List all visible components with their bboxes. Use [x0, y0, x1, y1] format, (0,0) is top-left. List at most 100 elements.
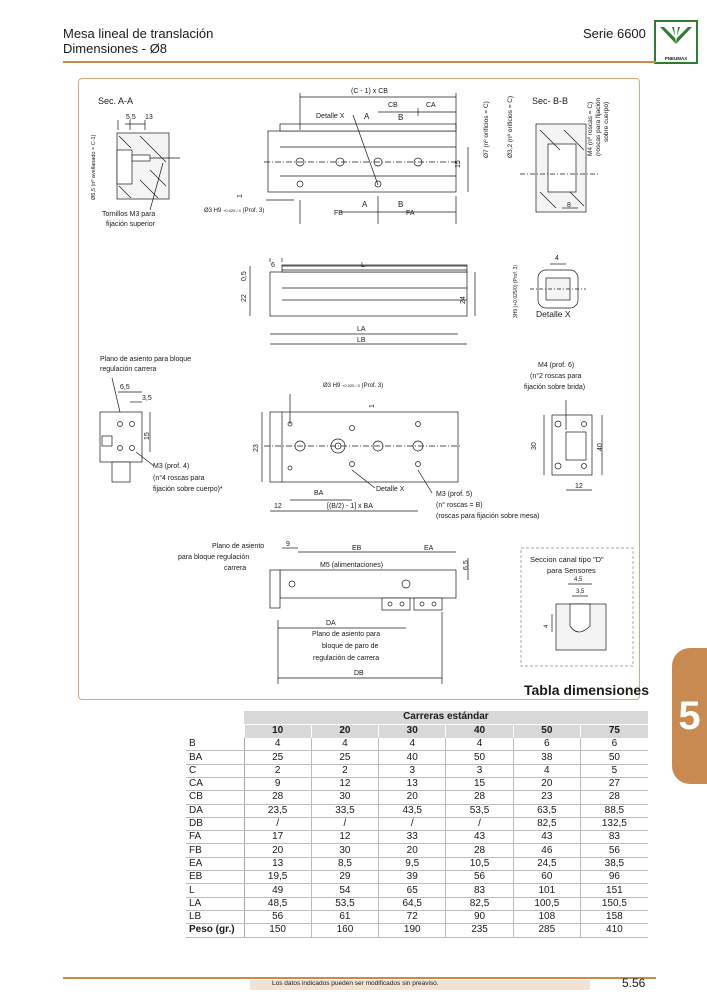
dim-da: DA — [326, 620, 336, 627]
table-cell: 50 — [579, 750, 648, 765]
h9-top-prof: (Prof. 3) — [242, 208, 265, 214]
plano3-l2: bloque de paro de — [322, 643, 379, 650]
table-cell: 190 — [378, 923, 446, 938]
dim-8: 8 — [567, 202, 571, 209]
table-cell: 20 — [378, 790, 446, 805]
column-header: 75 — [579, 724, 648, 738]
table-cell: 90 — [445, 910, 514, 925]
dim-cb: CB — [388, 102, 398, 109]
h9-mid-label: Ø3 H9 +0.025 / 0 (Prof. 3) — [323, 381, 383, 391]
table-cell: 9 — [243, 777, 312, 792]
table-cell: 108 — [512, 910, 581, 925]
dim-12-right: 12 — [575, 483, 583, 490]
table-cell: 43 — [445, 830, 514, 845]
row-label: BA — [186, 750, 245, 765]
table-cell: 12 — [310, 830, 379, 845]
dim-24: 24 — [460, 296, 467, 304]
dim-4-detail: 4 — [555, 255, 559, 262]
table-cell: 40 — [378, 750, 446, 765]
table-cell: 132,5 — [579, 817, 648, 832]
plano2-l1: Plano de asiento — [212, 543, 265, 550]
table-cell: 4 — [512, 764, 581, 778]
dim-l: L — [361, 262, 365, 269]
row-label: L — [186, 883, 245, 898]
table-cell: 13 — [243, 857, 312, 872]
table-column-header-row: 10 20 30 40 50 75 — [186, 724, 648, 738]
dim-6: 6 — [271, 262, 275, 269]
dim-40: 40 — [597, 443, 604, 451]
table-cell: 19,5 — [243, 870, 312, 885]
detalle-x-bottom: Detalle X — [376, 486, 405, 493]
row-label: DB — [186, 817, 245, 832]
table-cell: 100,5 — [512, 897, 581, 911]
lower-view-body — [279, 569, 457, 599]
dim-0-5: 0,5 — [241, 271, 248, 281]
dim-12: 12 — [274, 503, 282, 510]
dim-15-top: 15 — [455, 160, 462, 168]
title-line-2: Dimensiones - Ø8 — [63, 41, 168, 56]
header-rule — [63, 61, 656, 63]
table-cell: 39 — [378, 870, 446, 885]
table-cell: 150,5 — [579, 897, 648, 911]
dim-ca: CA — [426, 102, 436, 109]
h9-mid-prof: (Prof. 3) — [361, 383, 384, 389]
h9-mid-tol: +0.025 / 0 — [342, 383, 360, 388]
dim-fa: FA — [406, 210, 415, 217]
table-cell: 150 — [243, 923, 312, 938]
table-cell: 3 — [378, 764, 446, 778]
canal-4-5: 4,5 — [574, 577, 583, 583]
plano1-l1: Plano de asiento para bloque — [100, 356, 192, 363]
footer-note: Los datos indicados pueden ser modificad… — [272, 980, 439, 987]
dim-3-5: 3,5 — [142, 395, 152, 402]
table-cell: 38 — [512, 750, 581, 765]
letter-b-bottom: B — [398, 200, 404, 209]
table-cell: 28 — [579, 790, 648, 805]
table-cell: 63,5 — [512, 804, 581, 818]
sec-aa-vert-label: Ø6,5 (nº avellanado = C-1) — [91, 134, 97, 200]
table-cell: 30 — [310, 843, 379, 858]
table-cell: 6 — [579, 737, 648, 752]
table-cell: 28 — [445, 843, 514, 858]
section-number: 5 — [678, 694, 701, 738]
table-cell: 4 — [445, 737, 514, 752]
canal-d-frame — [520, 547, 634, 667]
table-cell: 3 — [445, 764, 514, 778]
dim-ba: BA — [314, 490, 324, 497]
page-number: 5.56 — [622, 976, 646, 990]
table-cell: 20 — [243, 843, 312, 858]
sec-aa-body — [116, 132, 170, 200]
drawing-labels: Sec. A-A 5,5 13 Ø6,5 (nº avellanado = C-… — [91, 88, 610, 677]
table-cell: 25 — [310, 750, 379, 765]
table-cell: 29 — [310, 870, 379, 885]
row-label: CA — [186, 777, 245, 792]
table-cell: 6 — [512, 737, 581, 752]
tornillos-l2: fijación superior — [106, 221, 156, 228]
dim-13: 13 — [145, 114, 153, 121]
plano1-l2: regulación carrera — [100, 366, 157, 373]
table-cell: 48,5 — [243, 897, 312, 911]
table-cell: / — [445, 817, 514, 832]
table-cell: 53,5 — [310, 897, 379, 911]
table-cell: 15 — [445, 777, 514, 792]
row-label: CB — [186, 790, 245, 805]
m4-6-l3: fijación sobre brida) — [524, 384, 586, 391]
dim-9: 9 — [286, 541, 290, 548]
logo-text: PNEUMAX — [664, 56, 688, 61]
footer-rule — [63, 977, 656, 979]
technical-drawing-frame — [78, 78, 640, 700]
table-cell: 30 — [310, 790, 379, 805]
dim-fb: FB — [334, 210, 343, 217]
table-cell: 5 — [579, 764, 648, 778]
column-header: 30 — [378, 724, 446, 738]
dim-1-mid: 1 — [369, 404, 376, 408]
dim-5-5: 5,5 — [126, 114, 136, 121]
table-cell: 27 — [579, 777, 648, 792]
table-cell: 17 — [243, 830, 312, 845]
